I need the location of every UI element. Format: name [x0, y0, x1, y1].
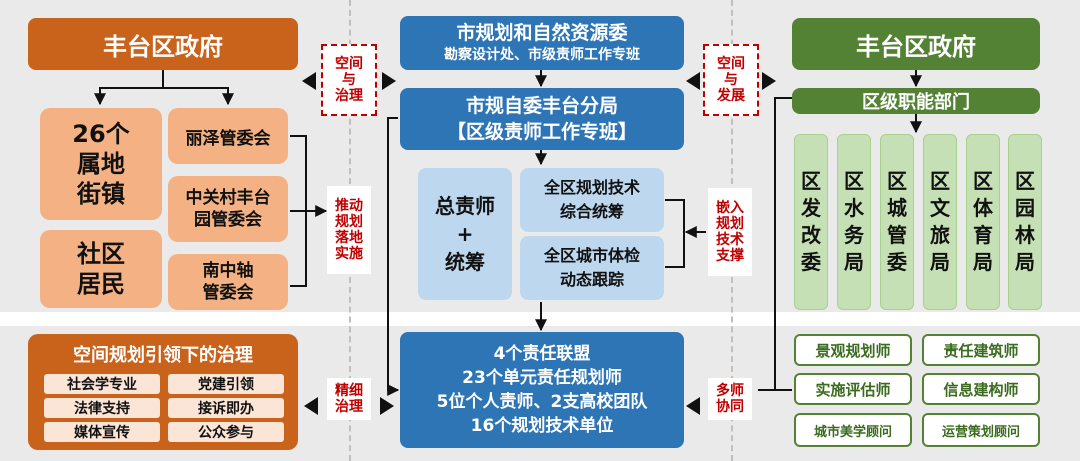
space-development-text: 空间 与 发展 — [717, 56, 745, 104]
right-double-arrow-top — [686, 70, 776, 90]
depts-title-text: 区级职能部门 — [862, 92, 970, 113]
chief-box: 总责师 + 统筹 — [418, 168, 512, 300]
community-box: 社区 居民 — [40, 230, 162, 308]
dept-wenlv: 区文旅局 — [923, 134, 957, 310]
tech-coordination-box: 全区规划技术 综合统筹 — [520, 168, 664, 232]
governance-item-4: 接诉即办 — [168, 398, 284, 418]
tech-coordination-text: 全区规划技术 综合统筹 — [543, 178, 640, 221]
departments-group: 区发改委 区水务局 区城管委 区文旅局 区体育局 区园林局 — [794, 134, 1042, 310]
dept-yuanlin: 区园林局 — [1008, 134, 1042, 310]
governance-item-6: 公众参与 — [168, 422, 284, 442]
dept-tiyu-text: 区体育局 — [973, 169, 993, 274]
governance-title: 空间规划引领下的治理 — [73, 345, 253, 366]
right-arrow-bottom — [686, 397, 706, 417]
multi-label: 多师 协同 — [708, 378, 752, 420]
embed-label: 嵌入 规划 技术 支撑 — [708, 188, 752, 276]
governance-item-5: 媒体宣传 — [44, 422, 160, 442]
street-towns-text: 26个 属地 街镇 — [72, 120, 130, 208]
refined-text: 精细 治理 — [335, 383, 363, 415]
role-operations: 运营策划顾问 — [922, 413, 1040, 447]
lize-text: 丽泽管委会 — [185, 128, 271, 149]
dept-tiyu: 区体育局 — [966, 134, 1000, 310]
center-top-subtitle: 勘察设计处、市级责师工作专班 — [444, 47, 640, 63]
space-governance-label: 空间 与 治理 — [321, 44, 377, 116]
dept-shuiwu-text: 区水务局 — [844, 169, 864, 274]
tech-unit-line: 16个规划技术单位 — [470, 416, 614, 436]
role-aesthetics: 城市美学顾问 — [794, 413, 912, 447]
dept-chengguan-text: 区城管委 — [887, 169, 907, 274]
dept-fagai-text: 区发改委 — [801, 169, 821, 274]
nanzhongzhou-text: 南中轴 管委会 — [202, 261, 254, 303]
right-gov-title: 丰台区政府 — [792, 18, 1040, 70]
dept-yuanlin-text: 区园林局 — [1015, 169, 1035, 274]
space-development-label: 空间 与 发展 — [703, 44, 759, 116]
governance-item-2: 党建引领 — [168, 374, 284, 394]
right-gov-title-text: 丰台区政府 — [856, 32, 976, 61]
dept-wenlv-text: 区文旅局 — [930, 169, 950, 274]
branch-box: 市规自委丰台分局 【区级责师工作专班】 — [400, 88, 684, 150]
dept-chengguan: 区城管委 — [880, 134, 914, 310]
role-evaluator: 实施评估师 — [794, 373, 912, 405]
community-text: 社区 居民 — [77, 240, 125, 298]
center-top-box: 市规划和自然资源委 勘察设计处、市级责师工作专班 — [400, 16, 684, 70]
embed-text: 嵌入 规划 技术 支撑 — [716, 200, 744, 264]
unit-planner-line: 23个单元责任规划师 — [462, 368, 622, 388]
city-checkup-box: 全区城市体检 动态跟踪 — [520, 236, 664, 300]
role-landscape: 景观规划师 — [794, 334, 912, 366]
space-governance-text: 空间 与 治理 — [335, 56, 363, 104]
alliance-line: 4个责任联盟 — [493, 344, 591, 364]
chief-text: 总责师 + 统筹 — [435, 194, 495, 274]
zhongguancun-box: 中关村丰台 园管委会 — [168, 176, 288, 242]
depts-title: 区级职能部门 — [792, 88, 1040, 114]
branch-subtitle: 【区级责师工作专班】 — [446, 121, 637, 143]
zhongguancun-text: 中关村丰台 园管委会 — [185, 188, 271, 230]
promote-label: 推动 规划 落地 实施 — [327, 186, 371, 274]
lize-box: 丽泽管委会 — [168, 108, 288, 164]
street-towns-box: 26个 属地 街镇 — [40, 108, 162, 220]
promote-text: 推动 规划 落地 实施 — [335, 198, 363, 262]
individual-planner-line: 5位个人责师、2支高校团队 — [436, 392, 648, 412]
governance-item-3: 法律支持 — [44, 398, 160, 418]
refined-label: 精细 治理 — [327, 378, 371, 420]
center-bottom-box: 4个责任联盟 23个单元责任规划师 5位个人责师、2支高校团队 16个规划技术单… — [400, 332, 684, 448]
left-gov-title-text: 丰台区政府 — [103, 32, 223, 61]
multi-text: 多师 协同 — [716, 383, 744, 415]
governance-panel: 空间规划引领下的治理 社会学专业 党建引领 法律支持 接诉即办 媒体宣传 公众参… — [28, 334, 298, 450]
governance-item-1: 社会学专业 — [44, 374, 160, 394]
role-info-builder: 信息建构师 — [922, 373, 1040, 405]
nanzhongzhou-box: 南中轴 管委会 — [168, 254, 288, 310]
left-double-arrow-bottom — [304, 397, 394, 417]
branch-title: 市规自委丰台分局 — [465, 95, 618, 117]
dept-shuiwu: 区水务局 — [837, 134, 871, 310]
left-double-arrow-top — [302, 70, 396, 90]
role-architect: 责任建筑师 — [922, 334, 1040, 366]
center-top-title: 市规划和自然资源委 — [456, 22, 628, 44]
dept-fagai: 区发改委 — [794, 134, 828, 310]
city-checkup-text: 全区城市体检 动态跟踪 — [543, 246, 640, 289]
left-gov-title: 丰台区政府 — [28, 18, 298, 70]
